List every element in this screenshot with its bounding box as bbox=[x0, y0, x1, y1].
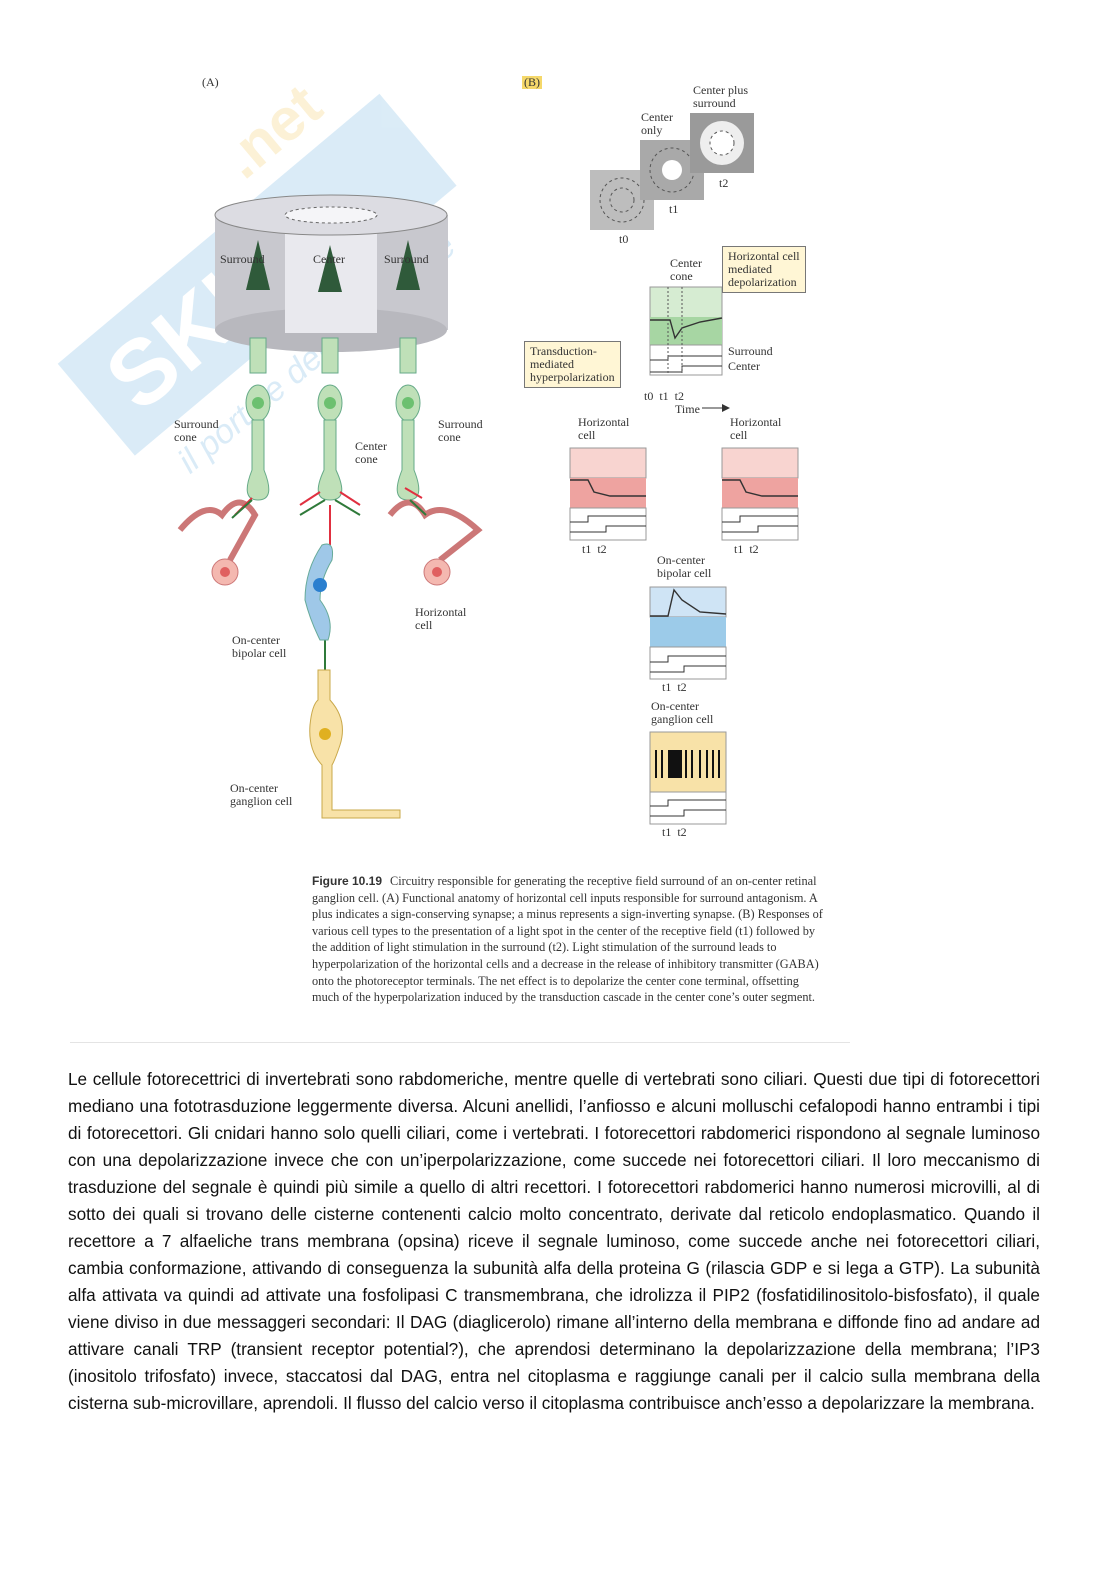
label-surround-cone-left: Surround cone bbox=[174, 417, 219, 444]
label-bipolar-trace: On-center bipolar cell bbox=[657, 553, 712, 580]
label-t2: t2 bbox=[719, 176, 729, 190]
callout-transduction-hyperpolarization: Transduction- mediated hyperpolarization bbox=[524, 341, 621, 388]
bipolar-cell bbox=[304, 543, 333, 641]
label-horizontal-cell: Horizontal cell bbox=[415, 605, 467, 632]
label-center-cone: Center cone bbox=[355, 439, 387, 466]
surround-cone-right bbox=[395, 240, 421, 501]
figure-number: Figure 10.19 bbox=[312, 874, 383, 888]
label-t0: t0 bbox=[619, 232, 629, 246]
horizontal-cell-trace-right bbox=[721, 447, 799, 541]
label-center: Center bbox=[313, 252, 345, 266]
label-center-cone-trace: Center cone bbox=[670, 256, 702, 283]
horizontal-cell-right bbox=[387, 499, 483, 586]
figure-drawing bbox=[177, 113, 799, 825]
stimulus-squares bbox=[590, 113, 754, 230]
body-paragraph: Le cellule fotorecettrici di invertebrat… bbox=[68, 1069, 1040, 1413]
label-horizontal-left: Horizontal cell bbox=[578, 415, 630, 442]
label-horizontal-right: Horizontal cell bbox=[730, 415, 782, 442]
panel-a-label: (A) bbox=[202, 75, 219, 89]
figure-10-19: (A) (B) Surround Center Surround Surroun… bbox=[160, 60, 860, 1055]
label-surround-left: Surround bbox=[220, 252, 265, 266]
label-surround-trace: Surround bbox=[728, 344, 773, 358]
label-time: Time bbox=[673, 402, 702, 416]
label-time-ticks: t0 t1 t2 bbox=[644, 389, 685, 403]
label-bipolar-cell: On-center bipolar cell bbox=[232, 633, 287, 660]
label-center-trace: Center bbox=[728, 359, 760, 373]
ganglion-cell bbox=[309, 669, 401, 819]
center-cone-trace bbox=[649, 286, 730, 412]
surround-cone-left bbox=[245, 240, 271, 501]
callout-horizontal-depolarization: Horizontal cell mediated depolarization bbox=[722, 246, 806, 293]
label-center-only: Center only bbox=[641, 110, 673, 137]
center-cone bbox=[317, 245, 343, 501]
divider bbox=[70, 1042, 850, 1043]
synapse-arrows bbox=[231, 487, 427, 672]
horizontal-cell-left bbox=[177, 499, 259, 586]
label-ganglion-cell: On-center ganglion cell bbox=[230, 781, 293, 808]
label-t1: t1 bbox=[669, 202, 679, 216]
label-surround-cone-right: Surround cone bbox=[438, 417, 483, 444]
label-t1t2-right: t1 t2 bbox=[734, 542, 759, 556]
label-surround-right: Surround bbox=[384, 252, 429, 266]
bipolar-cell-trace bbox=[649, 586, 727, 680]
caption-text: Circuitry responsible for generating the… bbox=[312, 874, 823, 1005]
panel-b-label: (B) bbox=[522, 75, 542, 89]
horizontal-cell-trace-left bbox=[569, 447, 647, 541]
label-center-plus-surround: Center plus surround bbox=[693, 83, 748, 110]
label-ganglion-trace: On-center ganglion cell bbox=[651, 699, 714, 726]
label-t1t2-left: t1 t2 bbox=[582, 542, 607, 556]
label-t1t2-ganglion: t1 t2 bbox=[662, 825, 687, 839]
label-t1t2-bipolar: t1 t2 bbox=[662, 680, 687, 694]
ganglion-cell-trace bbox=[649, 731, 727, 825]
